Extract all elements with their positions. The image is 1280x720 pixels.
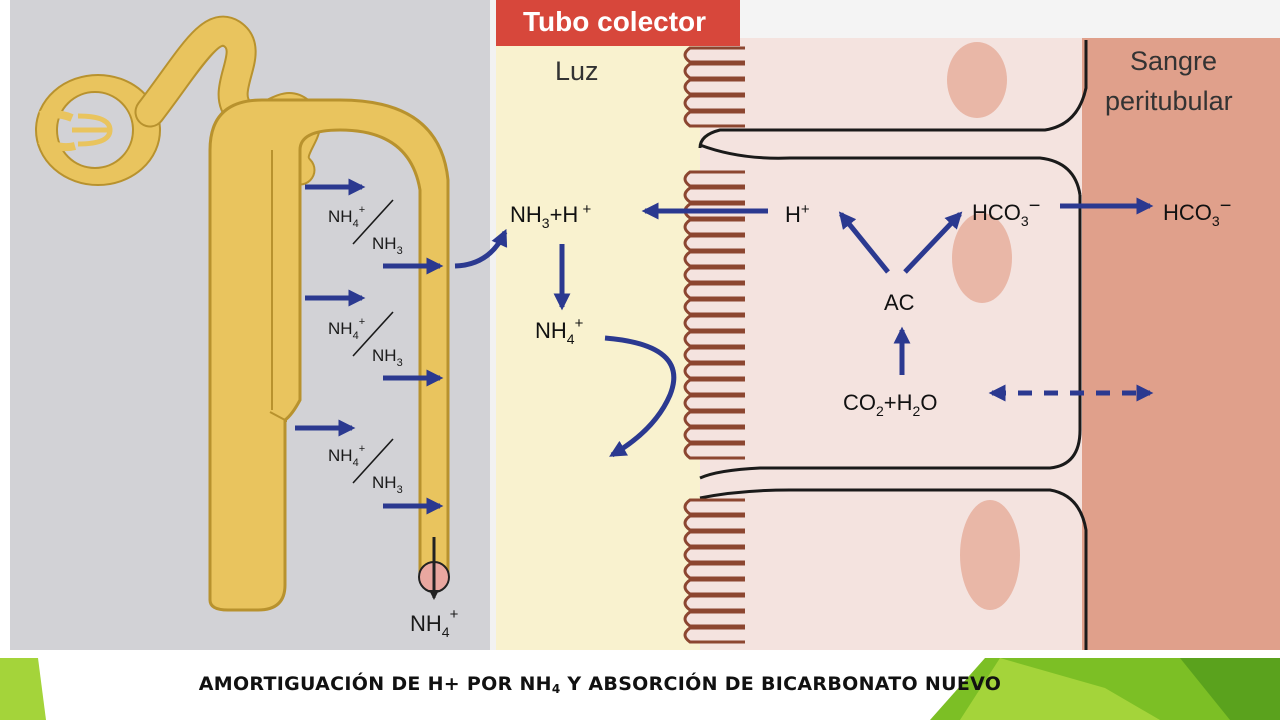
microvillus [683,170,745,188]
microvillus [683,514,745,532]
svg-text:NH4+: NH4+ [328,204,365,230]
microvillus [683,594,745,612]
lumen-region [496,0,700,650]
nh3-h-label: NH3+H + [510,201,591,231]
microvillus [683,282,745,300]
nephron-collecting-duct-figure: NH4+ NH3 NH4+ NH3 NH4+ NH3 NH4+ [10,0,1280,650]
nh4-nh3-pair-low: NH4+ NH3 [328,438,403,496]
microvillus [683,46,745,64]
nh4-nh3-pair-top: NH4+ NH3 [328,199,403,257]
cell-nuclei [947,42,1020,610]
excretion-symbol: NH4+ [410,537,459,640]
microvillus [683,298,745,316]
microvillus [683,626,745,644]
excreted-nh4-label: NH4+ [410,606,459,640]
microvillus [683,62,745,80]
header-tab [496,0,740,46]
microvillus [683,498,745,516]
arrow-nh4-excreted [604,335,677,458]
microvillus [683,394,745,412]
blood-label-line2: peritubular [1105,86,1233,116]
brush-border-microvilli [683,46,745,644]
arrow-ac-to-hco3 [903,211,963,274]
microvillus [683,266,745,284]
microvillus [683,330,745,348]
green-corner-right-light [960,658,1160,720]
glomerulus [35,74,161,186]
microvillus [683,410,745,428]
microvillus [683,378,745,396]
svg-text:NH3: NH3 [372,473,403,496]
microvillus [683,562,745,580]
microvillus [683,362,745,380]
svg-text:NH4+: NH4+ [328,316,365,342]
loop-of-henle [208,98,450,612]
microvillus [683,94,745,112]
arrow-ac-to-h [838,211,890,274]
header-label: Tubo colector [523,6,706,37]
hco3-blood-label: HCO3− [1163,195,1231,229]
lumen-nh4-label: NH4+ [535,315,584,347]
microvillus [683,346,745,364]
microvillus [683,530,745,548]
microvillus [683,234,745,252]
microvillus [683,442,745,460]
nephron-arrows [295,178,444,515]
hco3-cell-label: HCO3− [972,195,1040,229]
caption-bar [0,658,1280,720]
cell-borders [698,40,1088,650]
lumen-label: Luz [555,56,599,86]
svg-text:NH4+: NH4+ [328,443,365,469]
microvillus [683,218,745,236]
reaction-arrows [454,197,1154,458]
arrow-nh3-into-lumen [454,228,508,269]
carbonic-anhydrase-label: AC [884,290,915,315]
nephron-tubule [134,15,450,612]
green-corner-left [0,658,46,720]
blood-region [1082,38,1280,650]
microvillus [683,314,745,332]
svg-text:NH3: NH3 [372,346,403,369]
microvillus [683,578,745,596]
nh4-nh3-pair-mid: NH4+ NH3 [328,311,403,369]
h-plus-label: H+ [785,201,810,227]
microvillus [683,610,745,628]
microvillus [683,250,745,268]
microvillus [683,186,745,204]
slide-caption: AMORTIGUACIÓN DE H+ POR NH4 Y ABSORCIÓN … [198,673,1002,696]
cell-region [700,38,1090,650]
microvillus [683,110,745,128]
microvillus [683,78,745,96]
blood-label-line1: Sangre [1130,46,1217,76]
svg-text:NH3: NH3 [372,234,403,257]
co2-h2o-label: CO2+H2O [843,390,937,419]
microvillus [683,546,745,564]
microvillus [683,426,745,444]
green-corner-right-dark [1180,658,1280,720]
